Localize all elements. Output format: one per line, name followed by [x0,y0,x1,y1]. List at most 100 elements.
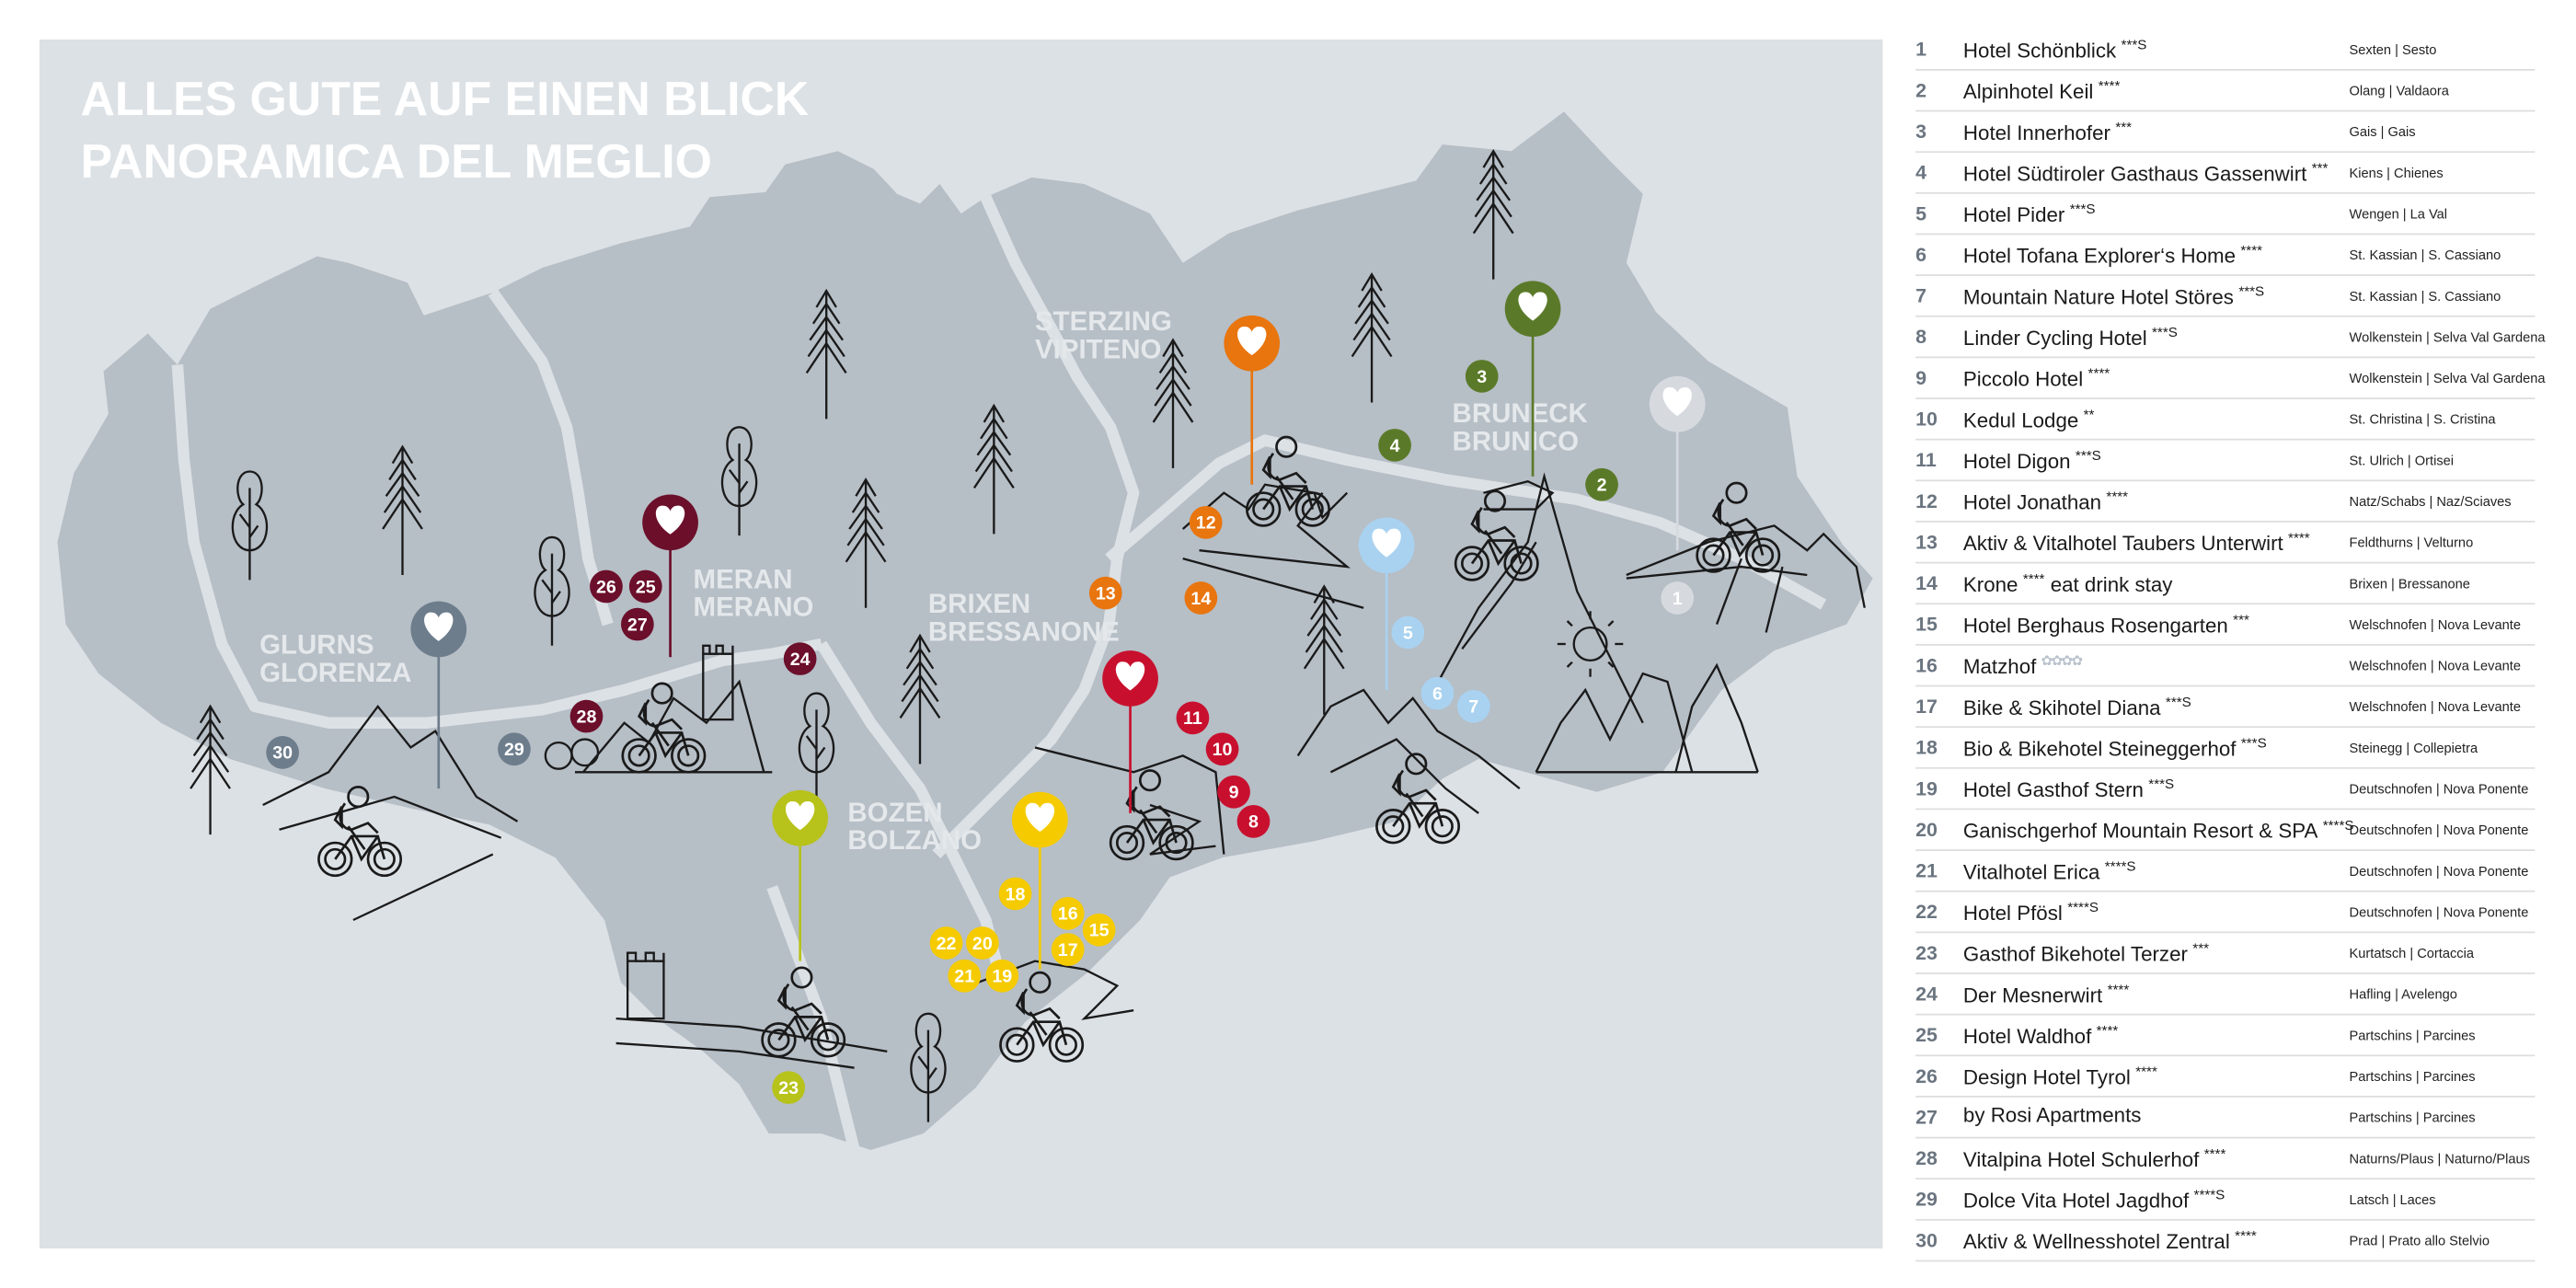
hotel-number: 4 [1915,160,1927,184]
hotel-marker-number: 10 [1213,740,1233,760]
hotel-marker-11[interactable]: 11 [1176,701,1210,735]
hotel-marker-7[interactable]: 7 [1456,689,1490,723]
hotel-marker-15[interactable]: 15 [1082,913,1116,947]
hotel-marker-number: 1 [1673,589,1683,609]
hotel-marker-3[interactable]: 3 [1465,360,1499,393]
hotel-marker-30[interactable]: 30 [266,735,299,769]
hotel-marker-28[interactable]: 28 [569,699,604,733]
hotel-marker-6[interactable]: 6 [1420,676,1455,710]
hotel-number: 8 [1915,325,1927,349]
hotel-marker-12[interactable]: 12 [1189,505,1223,539]
hotel-location: Wolkenstein | Selva Val Gardena [2349,329,2546,345]
hotel-marker-13[interactable]: 13 [1088,576,1122,610]
hotel-name: Hotel Tofana Explorer‘s Home [1962,245,2237,269]
hotel-marker-8[interactable]: 8 [1236,804,1271,838]
hotel-marker-20[interactable]: 20 [965,926,999,960]
hotel-marker-24[interactable]: 24 [783,642,817,675]
hotel-marker-29[interactable]: 29 [498,732,531,766]
hotel-number: 11 [1915,448,1937,472]
hotel-marker-23[interactable]: 23 [772,1071,805,1104]
title-line-2: PANORAMICA DEL MEGLIO [80,134,711,188]
hotel-marker-9[interactable]: 9 [1217,775,1250,809]
hotel-marker-17[interactable]: 17 [1051,933,1085,966]
region-pin-bruneck[interactable] [1504,281,1561,477]
hotel-name-wrapper: Hotel Südtiroler Gasthaus Gassenwirt*** [1963,159,2329,186]
hotel-name-wrapper: Hotel Innerhofer*** [1963,119,2132,145]
hotel-number: 14 [1915,571,1938,595]
hotel-marker-26[interactable]: 26 [590,569,623,604]
hotel-marker-21[interactable]: 21 [948,959,982,993]
hotel-marker-16[interactable]: 16 [1051,896,1085,930]
region-pin-eisacktal[interactable] [1224,315,1281,485]
hotel-name-wrapper: Der Mesnerwirt**** [1963,981,2129,1007]
hotel-marker-27[interactable]: 27 [620,607,654,641]
hotel-marker-1[interactable]: 1 [1661,581,1695,615]
hotel-location: St. Kassian | S. Cassiano [2349,289,2501,305]
region-pin-altabadia[interactable] [1358,517,1415,690]
hotel-name-wrapper: Vitalhotel Erica****S [1963,857,2136,884]
hotel-name-wrapper: Aktiv & Wellnesshotel Zentral**** [1963,1227,2257,1254]
hotel-name: Bio & Bikehotel Steineggerhof [1962,737,2237,761]
hotel-name: Hotel Digon [1962,450,2071,474]
hotel-marker-19[interactable]: 19 [985,959,1019,993]
hotel-number: 25 [1915,1023,1938,1047]
hotel-marker-5[interactable]: 5 [1391,615,1425,650]
star-rating: ****S [2067,898,2099,915]
hotel-number: 20 [1915,818,1938,842]
region-pin-glurns[interactable] [410,601,467,789]
hotel-marker-2[interactable]: 2 [1585,467,1618,501]
hotel-marker-25[interactable]: 25 [628,569,662,604]
hotel-marker-18[interactable]: 18 [998,877,1032,911]
region-pin-groeden[interactable] [1102,650,1158,813]
region-pin-hochpustertal[interactable] [1649,375,1706,551]
hotel-name: Hotel Jonathan [1962,490,2102,514]
hotel-marker-22[interactable]: 22 [929,926,963,960]
hotel-marker-10[interactable]: 10 [1205,732,1239,766]
hotel-location: Latsch | Laces [2349,1192,2436,1208]
hotel-name: Hotel Südtiroler Gasthaus Gassenwirt [1962,162,2307,186]
region-pin-meran[interactable] [642,494,698,658]
region-pin-bozen[interactable] [772,789,828,961]
star-rating: **** [2106,488,2129,505]
region-pin-eggental[interactable] [1011,791,1068,970]
hotel-number: 28 [1915,1146,1938,1170]
hotel-marker-4[interactable]: 4 [1378,429,1411,462]
hotel-name: Ganischgerhof Mountain Resort & SPA [1962,820,2318,844]
south-tyrol-map[interactable]: ALLES GUTE AUF EINEN BLICK PANORAMICA DE… [39,39,1883,1249]
title-line-1: ALLES GUTE AUF EINEN BLICK [80,72,809,125]
star-rating: **** [2240,241,2263,259]
hotel-marker-14[interactable]: 14 [1184,581,1218,615]
hotel-list-item[interactable]: 4 Hotel Südtiroler Gasthaus Gassenwirt***… [1915,153,2536,194]
